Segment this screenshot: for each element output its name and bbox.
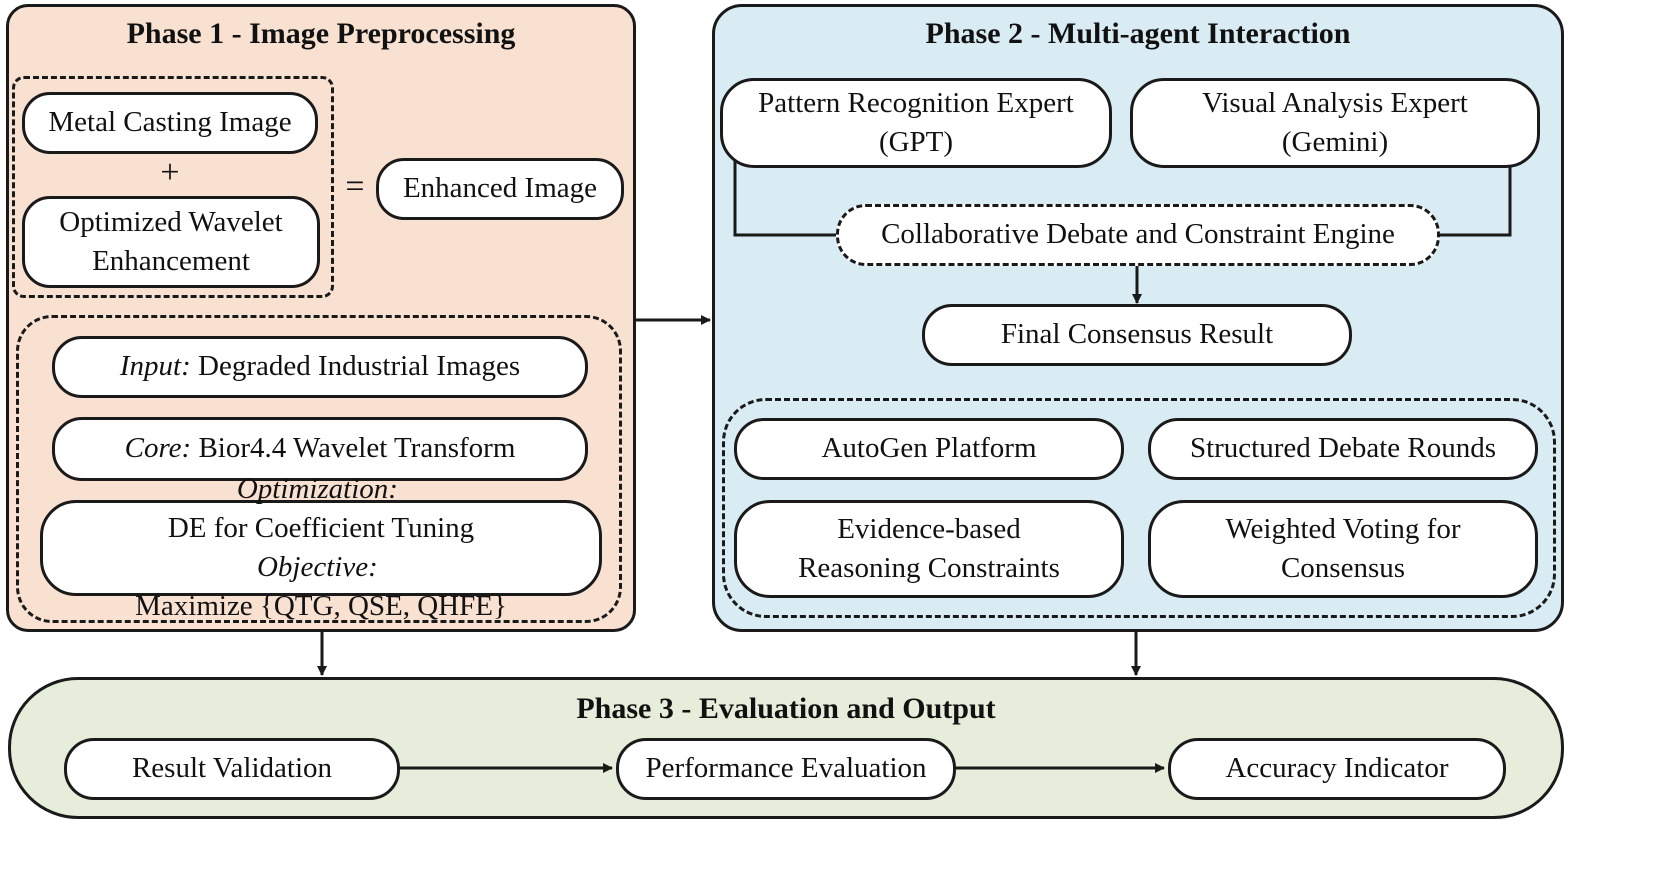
plus-symbol: + <box>160 154 180 191</box>
evidence-label-line1: Evidence-based <box>837 512 1021 545</box>
metal-casting-label: Metal Casting Image <box>48 106 292 139</box>
pattern-recognition-expert-node: Pattern Recognition Expert (GPT) <box>720 78 1112 168</box>
enhanced-image-label: Enhanced Image <box>402 172 598 205</box>
phase3-title: Phase 3 - Evaluation and Output <box>576 692 996 725</box>
weighted-voting-node: Weighted Voting for Consensus <box>1148 500 1538 598</box>
link-visual-to-engine <box>1440 160 1512 237</box>
pattern-label-line2: (GPT) <box>878 126 954 158</box>
wavelet-label-line1: Optimized Wavelet <box>59 205 283 238</box>
objective-text: Maximize {QTG, QSE, QHFE} <box>135 590 507 623</box>
result-validation-node: Result Validation <box>64 738 400 800</box>
performance-evaluation-label: Performance Evaluation <box>645 752 927 785</box>
optimization-node: Optimization: DE for Coefficient Tuning … <box>40 473 602 622</box>
accuracy-indicator-label: Accuracy Indicator <box>1225 752 1449 785</box>
final-consensus-label: Final Consensus Result <box>1000 318 1274 351</box>
metal-casting-image-node: Metal Casting Image <box>22 92 318 154</box>
core-label: Core: <box>124 432 192 465</box>
visual-analysis-expert-node: Visual Analysis Expert (Gemini) <box>1130 78 1540 168</box>
phase1-fusion-group <box>12 76 334 298</box>
enhanced-image-node: Enhanced Image <box>376 158 624 220</box>
final-consensus-node: Final Consensus Result <box>922 304 1352 366</box>
core-text: Bior4.4 Wavelet Transform <box>198 432 516 465</box>
objective-label: Objective: <box>256 551 378 583</box>
visual-label-line1: Visual Analysis Expert <box>1202 86 1468 119</box>
pattern-label-line1: Pattern Recognition Expert <box>758 86 1074 119</box>
accuracy-indicator-node: Accuracy Indicator <box>1168 738 1506 800</box>
core-node: Core: Bior4.4 Wavelet Transform <box>52 417 588 481</box>
phase1-method-group <box>16 315 622 623</box>
autogen-node: AutoGen Platform <box>734 418 1124 480</box>
input-label: Input: <box>119 350 191 383</box>
equals-symbol: = <box>345 168 365 205</box>
evidence-constraints-node: Evidence-based Reasoning Constraints <box>734 500 1124 598</box>
phase2-title: Phase 2 - Multi-agent Interaction <box>925 17 1351 50</box>
evidence-label-line2: Reasoning Constraints <box>798 552 1060 584</box>
voting-label-line2: Consensus <box>1280 552 1406 584</box>
structured-debate-label: Structured Debate Rounds <box>1189 432 1497 465</box>
debate-engine-node: Collaborative Debate and Constraint Engi… <box>836 204 1440 266</box>
structured-debate-node: Structured Debate Rounds <box>1148 418 1538 480</box>
voting-label-line1: Weighted Voting for <box>1225 512 1461 545</box>
optimization-label: Optimization: <box>236 472 398 505</box>
link-pattern-to-engine <box>733 160 842 237</box>
phase2-mechanism-group <box>722 398 1556 618</box>
wavelet-label-line2: Enhancement <box>92 245 250 277</box>
performance-evaluation-node: Performance Evaluation <box>616 738 956 800</box>
input-node: Input: Degraded Industrial Images <box>52 336 588 398</box>
result-validation-label: Result Validation <box>131 752 333 785</box>
optimized-wavelet-node: Optimized Wavelet Enhancement <box>22 196 320 288</box>
debate-engine-label: Collaborative Debate and Constraint Engi… <box>881 218 1395 251</box>
input-text: Degraded Industrial Images <box>198 350 521 383</box>
visual-label-line2: (Gemini) <box>1281 126 1389 158</box>
phase1-title: Phase 1 - Image Preprocessing <box>126 17 516 50</box>
autogen-label: AutoGen Platform <box>821 432 1037 465</box>
optimization-text: DE for Coefficient Tuning <box>167 511 475 544</box>
